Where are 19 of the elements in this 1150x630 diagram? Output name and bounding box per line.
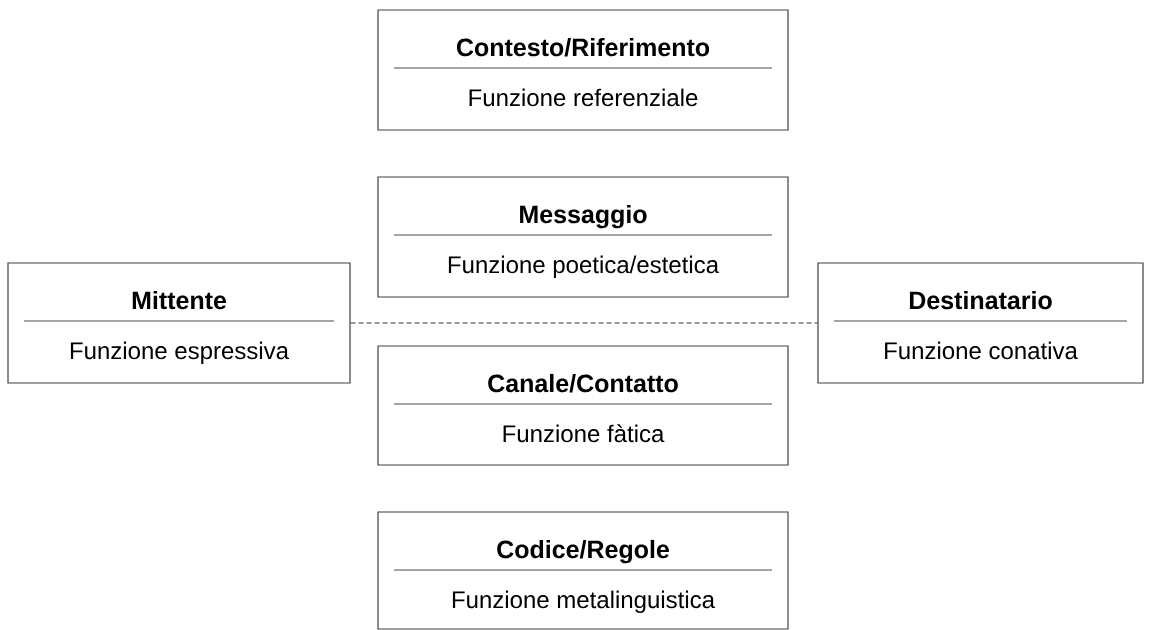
box-body: Funzione metalinguistica [452,590,715,613]
function-box [377,9,789,131]
box-heading: Codice/Regole [497,539,669,564]
function-box [377,345,789,466]
box-body: Funzione espressiva [70,341,289,364]
box-heading: Contesto/Riferimento [456,37,710,57]
box-heading: Destinatario [909,290,1052,310]
function-box [377,511,789,630]
box-body: Funzione referenziale [469,88,698,107]
box-body: Funzione fàtica [503,424,665,443]
function-box [7,262,351,384]
box-heading: Canale/Contatto [488,373,678,393]
dashed-line [350,322,818,324]
box-body: Funzione poetica/estetica [448,255,720,278]
function-box [817,262,1144,384]
box-heading: Mittente [132,290,227,310]
function-box [377,176,789,298]
box-body: Funzione conativa [885,341,1078,360]
box-heading: Messaggio [520,204,647,229]
